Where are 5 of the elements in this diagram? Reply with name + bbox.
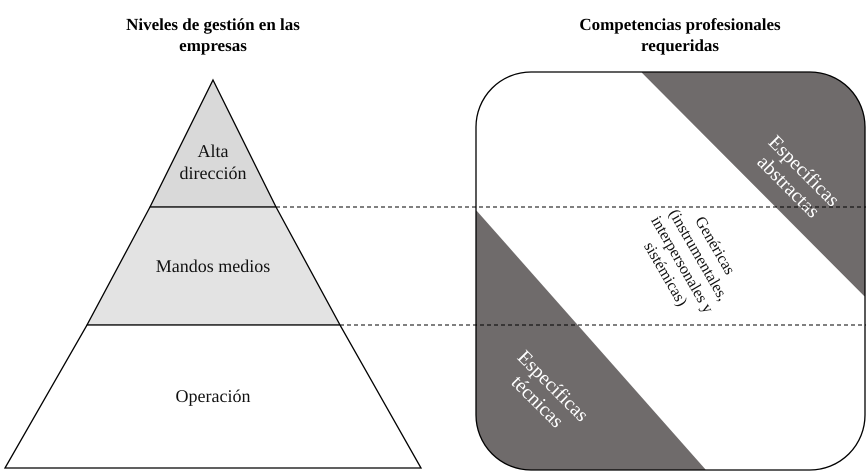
node-label: Alta dirección — [178, 140, 248, 184]
column-heading: Competencias profesionales requeridas — [578, 14, 782, 56]
node-label: Operación — [174, 385, 252, 407]
column-heading: Niveles de gestión en las empresas — [125, 14, 301, 56]
node-label: Mandos medios — [154, 255, 272, 277]
